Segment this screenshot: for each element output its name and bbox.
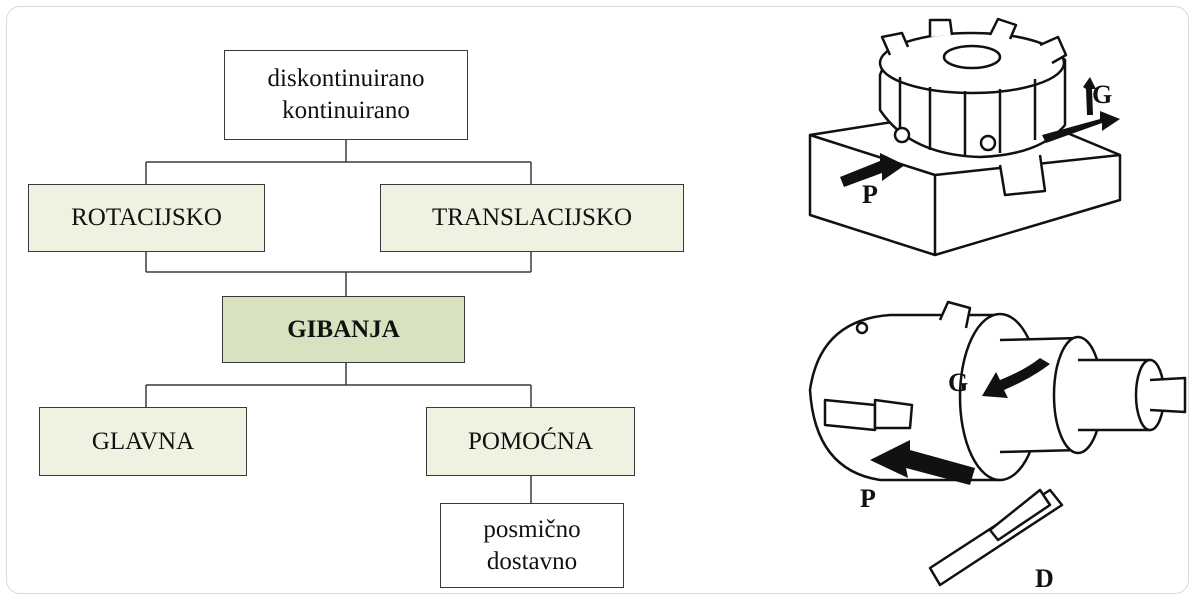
glavna-box: GLAVNA [39,407,247,476]
rotacijsko-box: ROTACIJSKO [28,184,265,252]
turning-illustration [808,300,1187,587]
milling-label-g: G [1092,80,1113,109]
turning-label-p: P [860,484,876,513]
pomocna-box: POMOĆNA [426,407,635,476]
bottom-box-line-2: dostavno [486,547,578,575]
translacijsko-box: TRANSLACIJSKO [380,184,684,252]
top-box: diskontinuirano kontinuirano [224,50,468,140]
turning-label-d: D [1035,564,1054,593]
rotacijsko-label: ROTACIJSKO [71,204,222,231]
milling-label-p: P [862,180,878,209]
pomocna-label: POMOĆNA [467,427,594,455]
turning-label-g: G [948,368,969,397]
translacijsko-label: TRANSLACIJSKO [431,204,633,231]
bottom-box-line-1: posmično [483,515,581,543]
gibanja-box: GIBANJA [222,296,465,363]
top-box-line-2: kontinuirano [282,97,410,124]
gibanja-label: GIBANJA [287,315,400,343]
top-box-line-1: diskontinuirano [267,65,425,92]
bottom-box: posmično dostavno [440,503,624,588]
glavna-label: GLAVNA [91,427,195,455]
milling-illustration [808,17,1122,257]
connector-lines [145,139,532,503]
